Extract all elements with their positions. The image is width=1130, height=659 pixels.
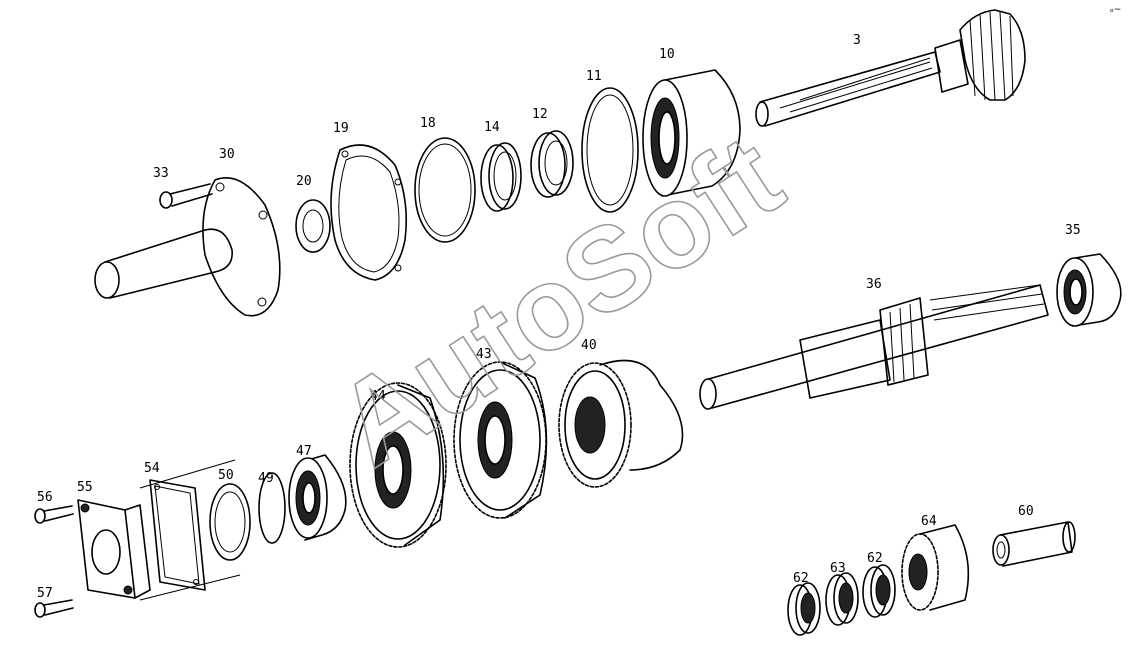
part-62-needle-bearing-right [862,564,896,618]
corner-mark: ₒ~ [1110,5,1121,15]
label-part-62-right: 62 [867,551,883,566]
label-part-62-left: 62 [793,571,809,586]
part-30-bearing-retainer [94,176,281,317]
part-44-gear [349,382,447,548]
part-14-spacer [480,142,522,212]
part-19-gasket [330,144,408,281]
part-63-needle-bearing [825,572,859,626]
label-part-11: 11 [586,69,602,84]
part-10-bearing [642,69,741,197]
part-18-o-ring [414,137,476,243]
part-12-ring [530,130,574,198]
label-part-14: 14 [484,120,500,135]
part-35-bearing [1056,253,1122,327]
label-part-56: 56 [37,490,53,505]
label-part-40: 40 [581,338,597,353]
label-part-44: 44 [370,389,386,404]
part-64-gear [901,524,970,611]
label-part-49: 49 [258,471,274,486]
label-part-19: 19 [333,121,349,136]
label-part-60: 60 [1018,504,1034,519]
label-part-10: 10 [659,47,675,62]
part-56-bolt [34,505,74,524]
part-3-main-drive-shaft [755,9,1026,127]
part-36-countershaft [699,284,1049,410]
part-40-gear [558,359,684,488]
label-part-55: 55 [77,480,93,495]
label-part-54: 54 [144,461,160,476]
part-43-gear [453,361,548,519]
label-part-35: 35 [1065,223,1081,238]
label-part-3: 3 [853,33,861,48]
label-part-20: 20 [296,174,312,189]
part-47-bearing [288,454,347,541]
part-60-bushing [992,521,1076,567]
label-part-50: 50 [218,468,234,483]
label-part-64: 64 [921,514,937,529]
label-part-63: 63 [830,561,846,576]
part-55-end-cover [77,459,241,601]
part-54-gasket [149,479,206,591]
part-50-ring [209,483,251,561]
label-part-18: 18 [420,116,436,131]
part-33-bolt [159,183,213,209]
label-part-57: 57 [37,586,53,601]
label-part-36: 36 [866,277,882,292]
label-part-47: 47 [296,444,312,459]
label-part-12: 12 [532,107,548,122]
part-20-oil-seal [295,199,331,253]
part-57-bolt [34,599,74,618]
part-62-needle-bearing-left [787,582,821,636]
part-11-snap-ring [581,87,639,213]
label-part-30: 30 [219,147,235,162]
label-part-43: 43 [476,347,492,362]
label-part-33: 33 [153,166,169,181]
part-49-snap-ring [258,472,286,544]
